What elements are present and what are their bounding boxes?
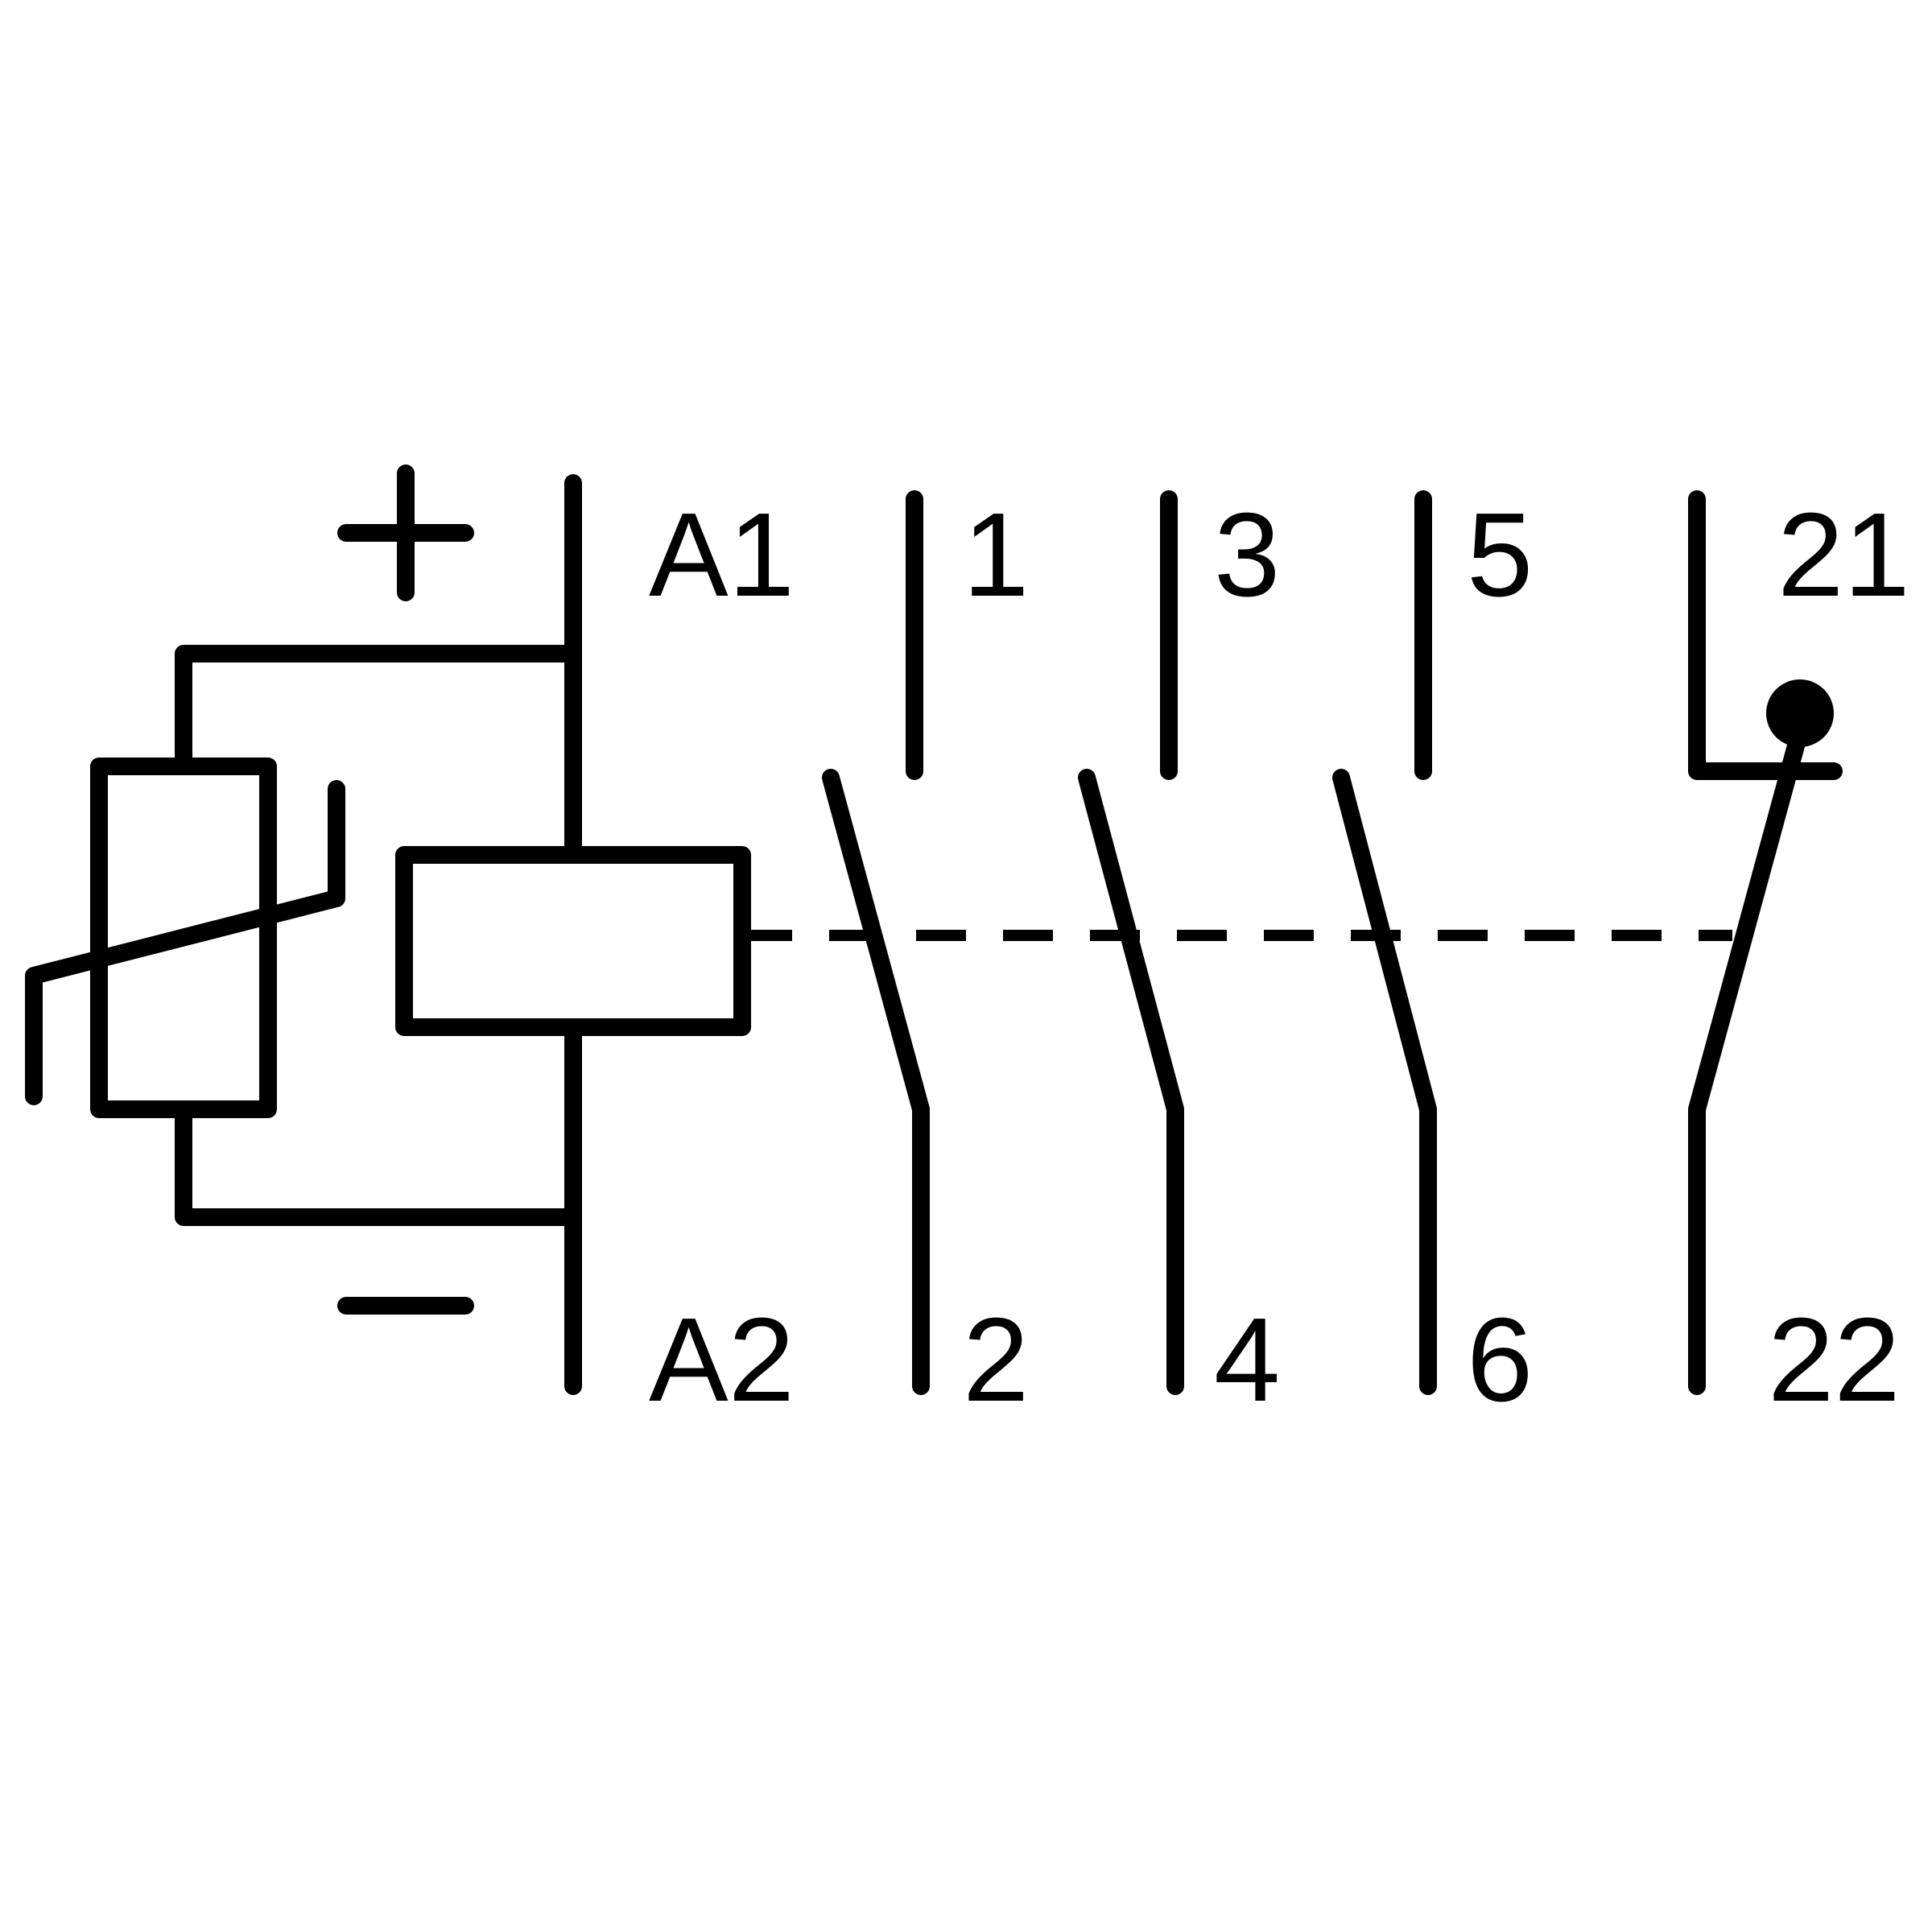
varistor-link-top bbox=[175, 645, 582, 775]
terminal-label-2: 2 bbox=[963, 1294, 1029, 1426]
relay-coil bbox=[395, 846, 751, 1036]
contact-21-22 bbox=[1688, 490, 1843, 1395]
contact-1-2 bbox=[822, 490, 930, 1395]
terminal-label-21: 21 bbox=[1777, 489, 1910, 621]
terminal-label-3: 3 bbox=[1214, 489, 1280, 621]
terminal-label-22: 22 bbox=[1768, 1294, 1901, 1426]
contact-pivot-dot bbox=[1766, 679, 1834, 747]
terminal-label-5: 5 bbox=[1467, 489, 1533, 621]
contact-3-4 bbox=[1078, 490, 1184, 1395]
terminal-label-1: 1 bbox=[963, 489, 1029, 621]
contact-5-6 bbox=[1332, 490, 1437, 1395]
varistor-link-bottom bbox=[175, 1100, 582, 1226]
terminal-label-4: 4 bbox=[1214, 1294, 1280, 1426]
varistor-body bbox=[90, 758, 277, 1118]
varistor-characteristic-line bbox=[25, 780, 345, 1105]
terminal-label-6: 6 bbox=[1467, 1294, 1533, 1426]
plus-sign bbox=[337, 464, 474, 601]
minus-label-a2: A2 bbox=[649, 1294, 795, 1426]
plus-label-a1: A1 bbox=[649, 489, 795, 621]
